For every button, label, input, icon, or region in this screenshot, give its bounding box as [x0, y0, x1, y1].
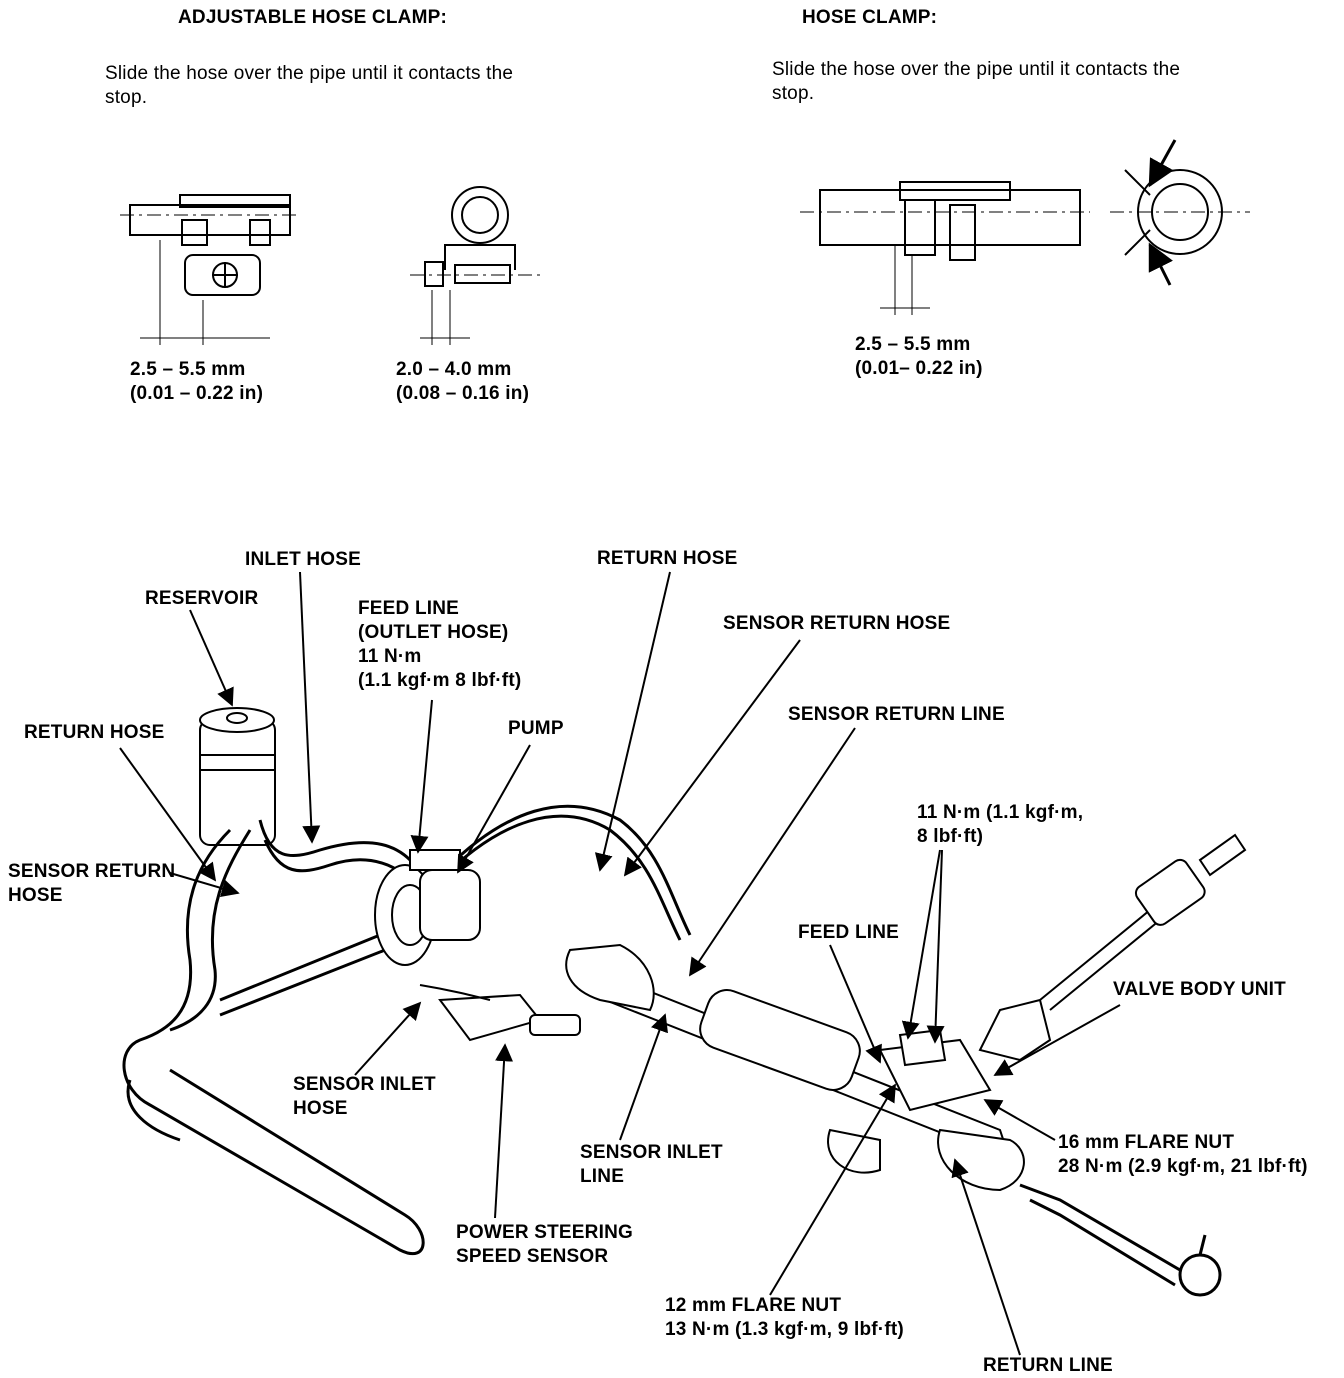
label-sensor-return-line: SENSOR RETURN LINE — [788, 704, 1005, 725]
steering-shaft — [978, 833, 1247, 1062]
dimension-mm: 2.5 – 5.5 mm — [855, 334, 971, 355]
label-sensor-inlet-line: SENSOR INLET LINE — [580, 1141, 723, 1189]
dimension-mm: 2.5 – 5.5 mm — [130, 359, 246, 380]
dimension-in: (0.08 – 0.16 in) — [396, 383, 530, 404]
label-line: POWER STEERING — [456, 1222, 633, 1243]
label-line: SENSOR RETURN — [8, 861, 176, 882]
instruction-line: stop. — [772, 83, 815, 104]
adjustable-clamp-instruction: Slide the hose over the pipe until it co… — [105, 62, 513, 110]
label-return-hose-left: RETURN HOSE — [24, 722, 165, 743]
label-valve-body-unit: VALVE BODY UNIT — [1113, 979, 1286, 1000]
leader-lines — [119, 571, 1121, 1356]
label-return-hose-top: RETURN HOSE — [597, 548, 738, 569]
instruction-line: Slide the hose over the pipe until it co… — [772, 59, 1181, 80]
label-line: FEED LINE — [358, 598, 460, 619]
adjustable-clamp-dimension-1: 2.5 – 5.5 mm (0.01 – 0.22 in) — [130, 358, 263, 406]
hose-clamp-heading: HOSE CLAMP: — [802, 7, 938, 28]
label-12mm-flare-nut: 12 mm FLARE NUT 13 N·m (1.3 kgf·m, 9 lbf… — [665, 1294, 904, 1342]
feed-lines — [219, 804, 692, 1017]
steering-rack — [565, 943, 1025, 1192]
hose-clamp-arrows — [1148, 139, 1177, 286]
hose-clamp-end-view — [1110, 169, 1250, 256]
adjustable-clamp-side-view — [120, 194, 300, 345]
adjustable-clamp-dimension-2: 2.0 – 4.0 mm (0.08 – 0.16 in) — [396, 358, 529, 406]
label-line: (OUTLET HOSE) — [358, 622, 509, 643]
label-inlet-hose: INLET HOSE — [245, 549, 362, 570]
label-reservoir: RESERVOIR — [145, 588, 259, 609]
dimension-mm: 2.0 – 4.0 mm — [396, 359, 512, 380]
label-return-line: RETURN LINE — [983, 1355, 1113, 1376]
left-hose-loop — [122, 828, 425, 1256]
instruction-line: Slide the hose over the pipe until it co… — [105, 63, 514, 84]
label-line: 13 N·m (1.3 kgf·m, 9 lbf·ft) — [665, 1319, 904, 1340]
label-feed-line-outlet-hose: FEED LINE (OUTLET HOSE) 11 N·m (1.1 kgf·… — [358, 597, 521, 693]
label-line: HOSE — [293, 1098, 348, 1119]
adjustable-clamp-end-view — [410, 186, 540, 345]
label-line: 8 lbf·ft) — [917, 826, 984, 847]
label-line: LINE — [580, 1166, 625, 1187]
adjustable-clamp-heading: ADJUSTABLE HOSE CLAMP: — [178, 7, 447, 28]
label-power-steering-speed-sensor: POWER STEERING SPEED SENSOR — [456, 1221, 633, 1269]
label-pump: PUMP — [508, 718, 564, 739]
label-line: 28 N·m (2.9 kgf·m, 21 lbf·ft) — [1058, 1156, 1308, 1177]
label-line: 11 N·m — [358, 646, 422, 667]
label-feed-line: FEED LINE — [798, 922, 900, 943]
label-valve-torque: 11 N·m (1.1 kgf·m, 8 lbf·ft) — [917, 801, 1083, 849]
label-sensor-return-hose-left: SENSOR RETURN HOSE — [8, 860, 175, 908]
dimension-in: (0.01– 0.22 in) — [855, 358, 983, 379]
label-16mm-flare-nut: 16 mm FLARE NUT 28 N·m (2.9 kgf·m, 21 lb… — [1058, 1131, 1308, 1179]
label-sensor-inlet-hose: SENSOR INLET HOSE — [293, 1073, 436, 1121]
label-line: 12 mm FLARE NUT — [665, 1295, 842, 1316]
label-line: HOSE — [8, 885, 63, 906]
inlet-hose-line — [258, 819, 412, 877]
instruction-line: stop. — [105, 87, 148, 108]
hose-clamp-instruction: Slide the hose over the pipe until it co… — [772, 58, 1180, 106]
power-steering-pump — [374, 849, 481, 966]
label-sensor-return-hose-top: SENSOR RETURN HOSE — [723, 613, 951, 634]
hose-clamp-side-view — [800, 181, 1090, 315]
label-line: SENSOR INLET — [293, 1074, 436, 1095]
reservoir-tank — [199, 707, 276, 846]
dimension-in: (0.01 – 0.22 in) — [130, 383, 264, 404]
speed-sensor — [419, 984, 581, 1042]
label-line: SENSOR INLET — [580, 1142, 723, 1163]
tie-rod-right — [1019, 1183, 1222, 1297]
hose-clamp-dimension: 2.5 – 5.5 mm (0.01– 0.22 in) — [855, 333, 983, 381]
label-line: (1.1 kgf·m 8 lbf·ft) — [358, 670, 522, 691]
label-line: 11 N·m (1.1 kgf·m, — [917, 802, 1084, 823]
label-line: 16 mm FLARE NUT — [1058, 1132, 1235, 1153]
label-line: SPEED SENSOR — [456, 1246, 609, 1267]
